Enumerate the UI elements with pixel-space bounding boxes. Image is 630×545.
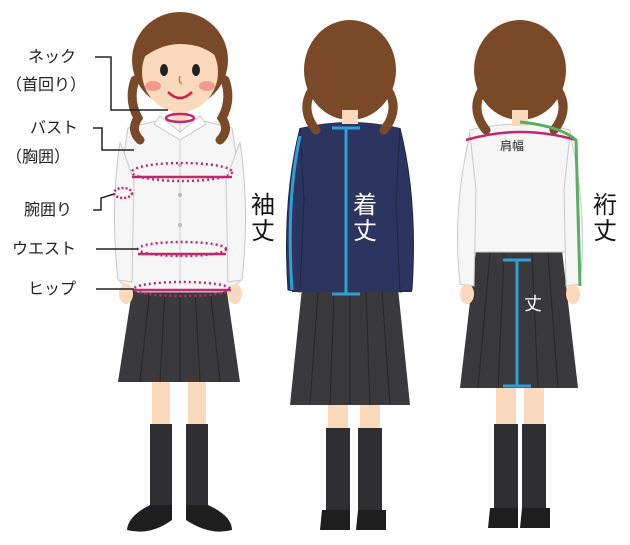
- neck-label: ネック: [28, 47, 77, 66]
- bust-sub-label: （胸囲）: [6, 147, 71, 166]
- back-blazer-figure: [286, 20, 414, 530]
- back-blazer-measure-marks: [288, 126, 360, 296]
- neck-sub-label: （首回り）: [6, 75, 87, 94]
- hip-label: ヒップ: [28, 279, 77, 298]
- back-shirt-measure-marks: [465, 120, 582, 388]
- skirt-length-label: 丈: [524, 294, 542, 315]
- yuki-length-label: 裄丈: [593, 191, 617, 245]
- jacket-length-label: 着丈: [353, 191, 377, 245]
- front-measure-marks: [112, 112, 234, 298]
- back-shirt-figure: [457, 20, 583, 528]
- front-label-leaders: [93, 56, 168, 290]
- arm-label: 腕囲り: [24, 200, 73, 219]
- sleeve-length-label: 袖丈: [251, 191, 275, 245]
- waist-label: ウエスト: [12, 239, 77, 258]
- front-figure: [113, 12, 247, 532]
- bust-label: バスト: [30, 118, 79, 137]
- shoulder-width-label: 肩幅: [500, 139, 525, 153]
